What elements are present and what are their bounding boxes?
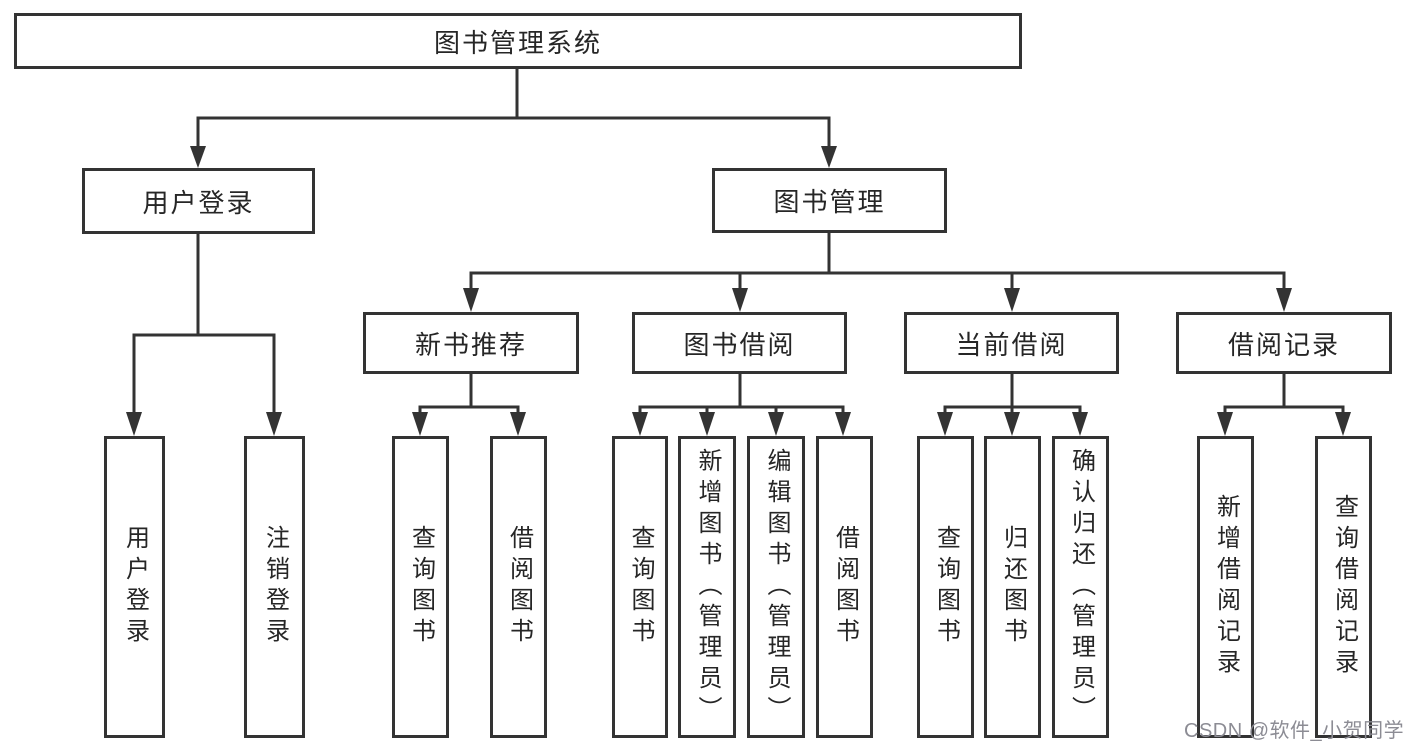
- node-rec-query-book: 查询图书: [392, 436, 449, 738]
- arrowhead: [768, 412, 784, 436]
- arrowheads: [126, 146, 1351, 436]
- node-bb-edit-book-admin: 编辑图书（管理员）: [747, 436, 805, 738]
- node-bb-query-book-label: 查询图书: [627, 525, 654, 649]
- arrowhead: [1276, 288, 1292, 312]
- node-borrowing-records-label: 借阅记录: [1227, 329, 1340, 360]
- arrowhead: [732, 288, 748, 312]
- connector-book-mgmt-branch: [469, 233, 1286, 295]
- arrowhead: [126, 412, 142, 436]
- node-rec-borrow-book-label: 借阅图书: [505, 525, 533, 649]
- node-cb-query-book-label: 查询图书: [932, 525, 960, 649]
- node-cb-confirm-return-admin: 确认归还（管理员）: [1052, 436, 1109, 738]
- node-current-borrowing-label: 当前借阅: [955, 329, 1068, 360]
- connector-current-borrow-branch: [943, 374, 1082, 418]
- node-logout: 注销登录: [244, 436, 305, 738]
- node-root-system-label: 图书管理系统: [433, 27, 602, 58]
- node-book-management-label: 图书管理: [773, 187, 886, 217]
- node-bb-add-book-admin: 新增图书（管理员）: [678, 436, 736, 738]
- arrowhead: [937, 412, 953, 436]
- connector-new-book-rec-branch: [418, 374, 520, 418]
- arrowhead: [835, 412, 851, 436]
- arrowhead: [1335, 412, 1351, 436]
- node-logout-label: 注销登录: [261, 525, 289, 649]
- arrowhead: [412, 412, 428, 436]
- node-cb-return-book-label: 归还图书: [999, 525, 1027, 649]
- arrowhead: [632, 412, 648, 436]
- node-root-system: 图书管理系统: [14, 13, 1022, 69]
- node-cb-query-book: 查询图书: [917, 436, 974, 738]
- arrowhead: [699, 412, 715, 436]
- node-book-borrowing-label: 图书借阅: [683, 329, 796, 360]
- arrowhead: [463, 288, 479, 312]
- node-current-borrowing: 当前借阅: [904, 312, 1119, 374]
- arrowhead: [821, 146, 837, 168]
- node-bb-borrow-book: 借阅图书: [816, 436, 873, 738]
- connector-borrow-records-branch: [1223, 374, 1345, 418]
- connector-book-borrow-branch: [638, 374, 845, 418]
- arrowhead: [190, 146, 206, 168]
- arrowhead: [1217, 412, 1233, 436]
- node-cb-return-book: 归还图书: [984, 436, 1041, 738]
- node-book-borrowing: 图书借阅: [632, 312, 847, 374]
- arrowhead: [1072, 412, 1088, 436]
- node-bb-query-book: 查询图书: [612, 436, 668, 738]
- arrowhead: [1004, 288, 1020, 312]
- node-user-login-leaf: 用户登录: [104, 436, 165, 738]
- node-br-add-record-label: 新增借阅记录: [1212, 494, 1240, 680]
- node-bb-edit-book-admin-label: 编辑图书（管理员）: [763, 447, 790, 727]
- node-br-add-record: 新增借阅记录: [1197, 436, 1254, 738]
- node-new-book-recommend: 新书推荐: [363, 312, 579, 374]
- node-user-login-leaf-label: 用户登录: [121, 525, 149, 649]
- node-borrowing-records: 借阅记录: [1176, 312, 1392, 374]
- node-user-login: 用户登录: [82, 168, 315, 234]
- node-bb-borrow-book-label: 借阅图书: [831, 525, 859, 649]
- connector-user-login-branch: [132, 234, 276, 418]
- node-new-book-recommend-label: 新书推荐: [414, 329, 527, 360]
- node-book-management: 图书管理: [712, 168, 947, 233]
- node-br-query-record: 查询借阅记录: [1315, 436, 1372, 738]
- node-rec-borrow-book: 借阅图书: [490, 436, 547, 738]
- connector-root-branch: [196, 68, 831, 152]
- arrowhead: [1004, 412, 1020, 436]
- node-cb-confirm-return-admin-label: 确认归还（管理员）: [1067, 447, 1095, 727]
- csdn-watermark: CSDN @软件_小贺同学: [1184, 720, 1405, 742]
- node-rec-query-book-label: 查询图书: [407, 525, 435, 649]
- arrowhead: [510, 412, 526, 436]
- arrowhead: [266, 412, 282, 436]
- node-user-login-label: 用户登录: [142, 187, 255, 218]
- node-br-query-record-label: 查询借阅记录: [1330, 494, 1358, 680]
- node-bb-add-book-admin-label: 新增图书（管理员）: [694, 447, 721, 727]
